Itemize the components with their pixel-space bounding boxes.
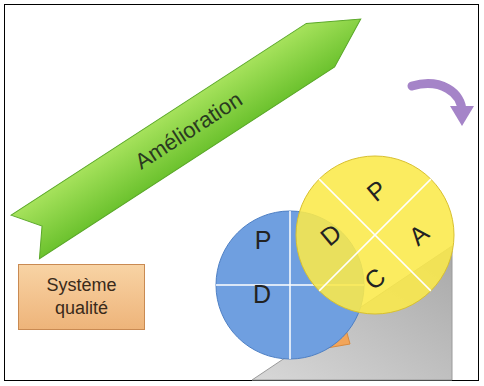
rotation-arrowhead bbox=[450, 106, 474, 126]
quadrant-line bbox=[289, 211, 291, 359]
wheel-disc bbox=[296, 156, 454, 314]
pdca-letter: P bbox=[255, 228, 272, 253]
box-label: Système qualité bbox=[27, 274, 136, 321]
quality-box: Système qualité bbox=[18, 264, 145, 330]
pdca-wheel: PACD bbox=[295, 155, 455, 315]
pdca-letter: D bbox=[253, 282, 271, 307]
